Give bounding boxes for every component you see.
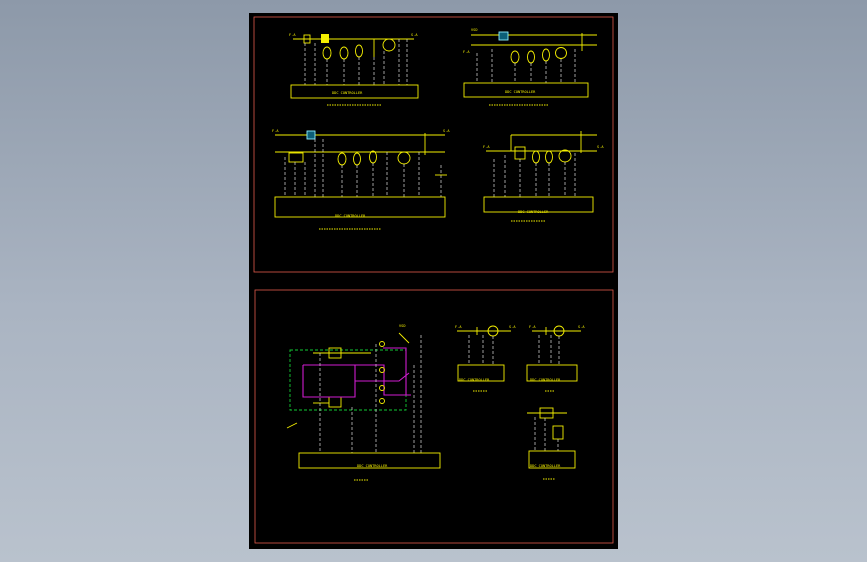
diagram-5: VSD DDC CONTROLLER <box>286 324 441 481</box>
d2-signal-lines <box>476 49 576 83</box>
diagram-4: F.A S.A DDC CONTROLLER <box>483 131 604 222</box>
d5-dashed-enclosure <box>289 349 407 411</box>
diagram-6: F.A S.A DDC CONTROLLER <box>455 325 516 392</box>
d7-left-tag: F.A <box>529 325 536 329</box>
schematic-canvas: F.A S.A DDC CONTROLLER VSD F.A <box>253 16 614 544</box>
d1-ddc-controller <box>290 84 419 99</box>
d6-left-tag: F.A <box>455 325 462 329</box>
d1-signal-lines <box>304 39 408 85</box>
top-panel-frame <box>253 16 614 273</box>
d6-signal-lines <box>468 335 494 365</box>
d3-controller-label: DDC CONTROLLER <box>335 214 366 218</box>
d3-left-tag: F.A <box>272 129 279 133</box>
d1-right-tag: S.A <box>411 33 418 37</box>
d8-ddc-controller <box>528 450 576 469</box>
d2-ddc-controller <box>463 82 589 98</box>
d8-controller-label: DDC CONTROLLER <box>530 464 561 468</box>
d1-left-tag: F.A <box>289 33 296 37</box>
d3-right-tag: S.A <box>443 129 450 133</box>
d7-right-tag: S.A <box>578 325 585 329</box>
diagram-1: F.A S.A DDC CONTROLLER <box>289 33 419 106</box>
d5-signal-lines <box>319 335 422 453</box>
d5-tag: VSD <box>399 324 406 328</box>
d4-controller-label: DDC CONTROLLER <box>518 210 549 214</box>
d2-left-tag: F.A <box>463 50 470 54</box>
diagram-7: F.A S.A DDC CONTROLLER <box>526 325 585 392</box>
d2-controller-label: DDC CONTROLLER <box>505 90 536 94</box>
drawing-sheet: F.A S.A DDC CONTROLLER VSD F.A <box>249 13 618 549</box>
diagram-8: DDC CONTROLLER <box>527 407 576 480</box>
d6-controller-label: DDC CONTROLLER <box>459 378 490 382</box>
d8-signal-lines <box>534 417 559 451</box>
d7-controller-label: DDC CONTROLLER <box>530 378 561 382</box>
d4-right-tag: S.A <box>597 145 604 149</box>
d2-fan-box <box>498 31 509 41</box>
d4-ddc-controller <box>483 196 594 213</box>
d5-controller-label: DDC CONTROLLER <box>357 464 388 468</box>
d1-controller-label: DDC CONTROLLER <box>332 91 363 95</box>
d6-ddc-controller <box>457 364 505 382</box>
d4-left-tag: F.A <box>483 145 490 149</box>
d3-ddc-controller <box>274 196 446 218</box>
d2-top-tag: VSD <box>471 28 478 32</box>
d3-fan-box <box>306 130 316 140</box>
d4-signal-lines <box>493 153 576 197</box>
diagram-3: F.A S.A DDC CONTROLLER <box>272 129 450 230</box>
d7-signal-lines <box>538 335 560 365</box>
d5-ddc-controller <box>298 452 441 469</box>
diagram-2: VSD F.A DDC CONTROLLER <box>463 28 597 106</box>
d6-right-tag: S.A <box>509 325 516 329</box>
bottom-panel-frame <box>254 289 614 544</box>
d3-signal-lines <box>284 139 442 197</box>
d7-ddc-controller <box>526 364 578 382</box>
